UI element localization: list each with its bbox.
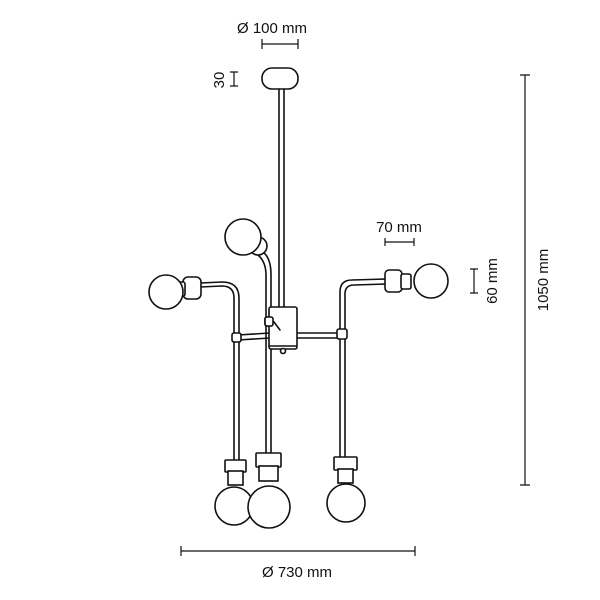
canopy (261, 67, 299, 90)
dimension-canopy-diameter: Ø 100 mm (237, 20, 307, 49)
right-arm (336, 263, 449, 461)
central-body (264, 306, 298, 355)
canopy-diameter-label: Ø 100 mm (237, 20, 307, 37)
dimension-socket-height: 60 mm (470, 258, 501, 304)
connecting-arms (237, 332, 341, 341)
suspension-rod (278, 88, 285, 308)
socket-width-label: 70 mm (376, 219, 422, 236)
canopy-height-label: 30 (211, 72, 228, 89)
dimension-total-height: 1050 mm (520, 74, 552, 486)
total-height-label: 1050 mm (535, 249, 552, 312)
bottom-middle-bulb (247, 452, 291, 529)
dimension-socket-width: 70 mm (376, 219, 422, 246)
left-arm (148, 274, 242, 463)
socket-height-label: 60 mm (484, 258, 501, 304)
bottom-left-bulb (214, 459, 254, 526)
dimension-canopy-height: 30 (211, 71, 238, 89)
bottom-right-bulb (326, 456, 366, 523)
total-diameter-label: Ø 730 mm (262, 564, 332, 581)
dimension-total-diameter: Ø 730 mm (180, 546, 416, 581)
